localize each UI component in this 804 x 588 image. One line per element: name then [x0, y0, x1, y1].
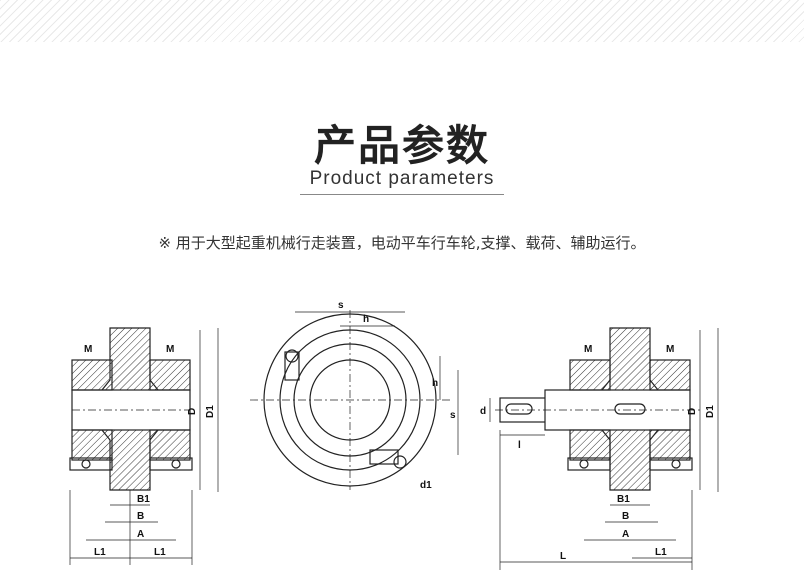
page-subtitle: Product parameters — [309, 168, 495, 189]
label-l1-right-view: L1 — [655, 547, 667, 558]
label-b: B — [137, 511, 144, 522]
label-s-right: s — [450, 410, 456, 421]
label-l1-right: L1 — [154, 547, 166, 558]
label-m-left: M — [84, 344, 92, 355]
subtitle-underline — [300, 194, 504, 195]
label-d: D — [187, 408, 198, 415]
label-h-right: h — [432, 378, 438, 389]
page-title: 产品参数 — [313, 121, 490, 170]
label-shaft-l: l — [518, 440, 521, 451]
label-m-right-right-view: M — [666, 344, 674, 355]
label-l-right-view: L — [560, 551, 566, 562]
right-section-view — [489, 327, 719, 570]
label-m-left-right-view: M — [584, 344, 592, 355]
middle-front-view — [250, 310, 459, 490]
label-shaft-d: d — [480, 406, 486, 417]
decorative-stripe-band — [0, 0, 804, 42]
product-description: ※ 用于大型起重机械行走装置，电动平车行车轮,支撑、载荷、辅助运行。 — [158, 234, 646, 252]
label-b1-right-view: B1 — [617, 494, 630, 505]
label-d1: D1 — [205, 405, 216, 418]
label-b1: B1 — [137, 494, 150, 505]
label-l1-left: L1 — [94, 547, 106, 558]
label-d1-bolt: d1 — [420, 480, 432, 491]
label-d1-right-view: D1 — [705, 405, 716, 418]
label-m-right: M — [166, 344, 174, 355]
left-section-view — [69, 327, 219, 565]
label-s-top: s — [338, 300, 344, 311]
label-b-right-view: B — [622, 511, 629, 522]
label-a: A — [137, 529, 144, 540]
label-a-right-view: A — [622, 529, 629, 540]
technical-drawing: M M D D1 B1 B A L1 L1 s h h s d1 — [69, 300, 719, 570]
label-d-right-view: D — [687, 408, 698, 415]
label-h-top: h — [363, 314, 369, 325]
